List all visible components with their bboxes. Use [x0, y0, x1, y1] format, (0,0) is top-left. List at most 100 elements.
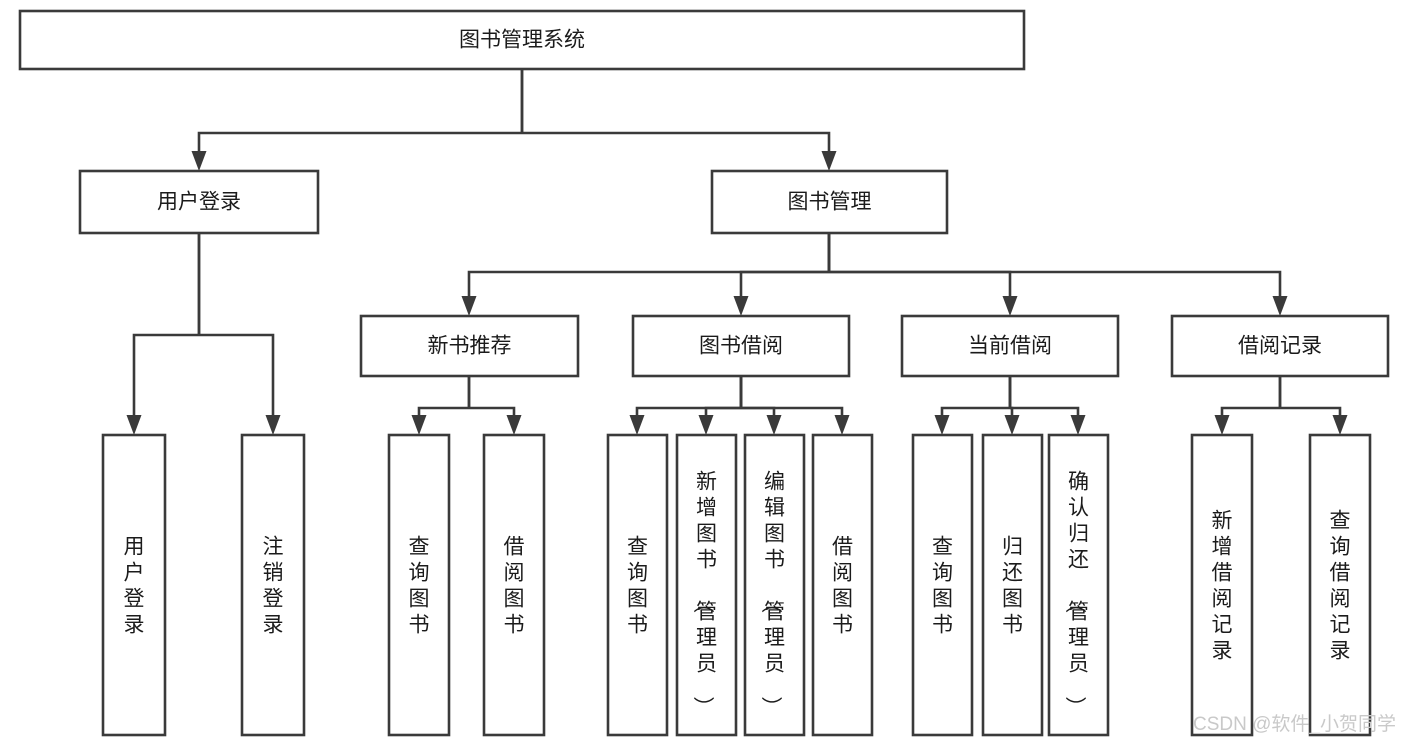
node-leaf-cur-query-book[interactable]: 查询图书: [911, 433, 974, 737]
node-box-leaf-cur-return-book[interactable]: [981, 433, 1044, 737]
connector-borrow-record-to-leaf-rec-query-record: [1278, 376, 1348, 435]
node-label-leaf-borrow-borrow-book: 借阅图书: [832, 535, 853, 636]
node-new-book-rec[interactable]: 新书推荐: [359, 314, 580, 378]
arrow-head-icon: [834, 415, 850, 435]
node-box-leaf-rec-query-book[interactable]: [387, 433, 451, 737]
node-book-borrow[interactable]: 图书借阅: [631, 314, 851, 378]
node-box-leaf-rec-query-record[interactable]: [1308, 433, 1372, 737]
node-box-leaf-cur-query-book[interactable]: [911, 433, 974, 737]
node-leaf-rec-add-record[interactable]: 新增借阅记录: [1190, 433, 1254, 737]
node-label-leaf-cur-return-book: 归还图书: [1002, 535, 1023, 636]
node-label-root: 图书管理系统: [459, 29, 585, 52]
node-leaf-rec-borrow-book[interactable]: 借阅图书: [482, 433, 546, 737]
connector-user-login-to-leaf-user-login: [126, 233, 201, 435]
connector-book-manage-to-new-book-rec: [461, 233, 831, 316]
connector-borrow-record-to-leaf-rec-add-record: [1214, 376, 1282, 435]
node-label-leaf-cur-query-book: 查询图书: [932, 535, 953, 636]
arrow-head-icon: [411, 415, 427, 435]
arrow-head-icon: [1272, 296, 1288, 316]
node-borrow-record[interactable]: 借阅记录: [1170, 314, 1390, 378]
node-label-user-login: 用户登录: [157, 191, 241, 214]
arrow-head-icon: [1332, 415, 1348, 435]
node-label-leaf-user-login: 用户登录: [124, 535, 145, 636]
node-label-leaf-cur-confirm-return: 确认归还（管理员）: [1063, 470, 1089, 717]
arrow-head-icon: [1004, 415, 1020, 435]
node-box-borrow-record[interactable]: [1170, 314, 1390, 378]
node-leaf-rec-query-record[interactable]: 查询借阅记录: [1308, 433, 1372, 737]
node-label-leaf-rec-query-book: 查询图书: [409, 535, 430, 636]
connector-current-borrow-to-leaf-cur-confirm-return: [1008, 376, 1086, 435]
node-leaf-cur-confirm-return[interactable]: 确认归还（管理员）: [1047, 433, 1110, 737]
connector-new-book-rec-to-leaf-rec-query-book: [411, 376, 471, 435]
node-current-borrow[interactable]: 当前借阅: [900, 314, 1120, 378]
node-box-leaf-cur-confirm-return[interactable]: [1047, 433, 1110, 737]
node-leaf-user-logout[interactable]: 注销登录: [240, 433, 306, 737]
node-leaf-borrow-add-book[interactable]: 新增图书（管理员）: [675, 433, 738, 737]
node-box-root[interactable]: [18, 9, 1026, 71]
connector-new-book-rec-to-leaf-rec-borrow-book: [467, 376, 522, 435]
arrow-head-icon: [733, 296, 749, 316]
connector-root-to-book-manage: [520, 69, 837, 171]
connector-book-borrow-to-leaf-borrow-add-book: [698, 376, 743, 435]
arrow-head-icon: [934, 415, 950, 435]
node-user-login[interactable]: 用户登录: [78, 169, 320, 235]
arrow-head-icon: [126, 415, 142, 435]
node-leaf-rec-query-book[interactable]: 查询图书: [387, 433, 451, 737]
csdn-watermark: CSDN @软件_小贺同学: [1193, 713, 1396, 735]
node-label-current-borrow: 当前借阅: [968, 335, 1052, 358]
node-leaf-user-login[interactable]: 用户登录: [101, 433, 167, 737]
node-leaf-borrow-query-book[interactable]: 查询图书: [606, 433, 669, 737]
node-label-book-borrow: 图书借阅: [699, 335, 783, 358]
node-box-leaf-borrow-query-book[interactable]: [606, 433, 669, 737]
node-box-new-book-rec[interactable]: [359, 314, 580, 378]
node-box-leaf-borrow-edit-book[interactable]: [743, 433, 806, 737]
connector-root-to-user-login: [191, 69, 524, 171]
node-label-leaf-borrow-add-book: 新增图书（管理员）: [691, 470, 717, 717]
node-box-leaf-borrow-add-book[interactable]: [675, 433, 738, 737]
node-box-user-login[interactable]: [78, 169, 320, 235]
arrow-head-icon: [191, 151, 207, 171]
arrow-head-icon: [1214, 415, 1230, 435]
node-root[interactable]: 图书管理系统: [18, 9, 1026, 71]
arrow-head-icon: [461, 296, 477, 316]
arrow-head-icon: [1070, 415, 1086, 435]
connector-book-manage-to-borrow-record: [827, 233, 1288, 316]
connector-current-borrow-to-leaf-cur-query-book: [934, 376, 1012, 435]
connector-book-borrow-to-leaf-borrow-query-book: [629, 376, 743, 435]
node-leaf-cur-return-book[interactable]: 归还图书: [981, 433, 1044, 737]
connector-book-manage-to-book-borrow: [733, 233, 831, 316]
arrow-head-icon: [766, 415, 782, 435]
node-label-leaf-rec-borrow-book: 借阅图书: [504, 535, 525, 636]
arrow-head-icon: [1002, 296, 1018, 316]
node-label-new-book-rec: 新书推荐: [428, 335, 512, 358]
node-leaf-borrow-borrow-book[interactable]: 借阅图书: [811, 433, 874, 737]
connector-book-manage-to-current-borrow: [827, 233, 1018, 316]
node-box-leaf-borrow-borrow-book[interactable]: [811, 433, 874, 737]
node-box-leaf-user-login[interactable]: [101, 433, 167, 737]
node-box-book-manage[interactable]: [710, 169, 949, 235]
connector-book-borrow-to-leaf-borrow-edit-book: [739, 376, 782, 435]
node-box-leaf-user-logout[interactable]: [240, 433, 306, 737]
node-label-leaf-rec-add-record: 新增借阅记录: [1212, 509, 1233, 662]
node-label-leaf-borrow-edit-book: 编辑图书（管理员）: [759, 470, 785, 717]
arrow-head-icon: [629, 415, 645, 435]
connector-current-borrow-to-leaf-cur-return-book: [1004, 376, 1020, 435]
node-book-manage[interactable]: 图书管理: [710, 169, 949, 235]
arrow-head-icon: [698, 415, 714, 435]
node-box-current-borrow[interactable]: [900, 314, 1120, 378]
connectors-layer: [126, 69, 1348, 435]
node-box-leaf-rec-add-record[interactable]: [1190, 433, 1254, 737]
connector-user-login-to-leaf-user-logout: [197, 233, 281, 435]
connector-book-borrow-to-leaf-borrow-borrow-book: [739, 376, 850, 435]
arrow-head-icon: [821, 151, 837, 171]
node-box-book-borrow[interactable]: [631, 314, 851, 378]
node-label-leaf-user-logout: 注销登录: [263, 535, 284, 636]
node-label-leaf-borrow-query-book: 查询图书: [627, 535, 648, 636]
node-box-leaf-rec-borrow-book[interactable]: [482, 433, 546, 737]
node-leaf-borrow-edit-book[interactable]: 编辑图书（管理员）: [743, 433, 806, 737]
node-label-book-manage: 图书管理: [788, 191, 872, 214]
arrow-head-icon: [506, 415, 522, 435]
nodes-layer: 图书管理系统用户登录图书管理新书推荐图书借阅当前借阅借阅记录用户登录注销登录查询…: [18, 9, 1390, 737]
